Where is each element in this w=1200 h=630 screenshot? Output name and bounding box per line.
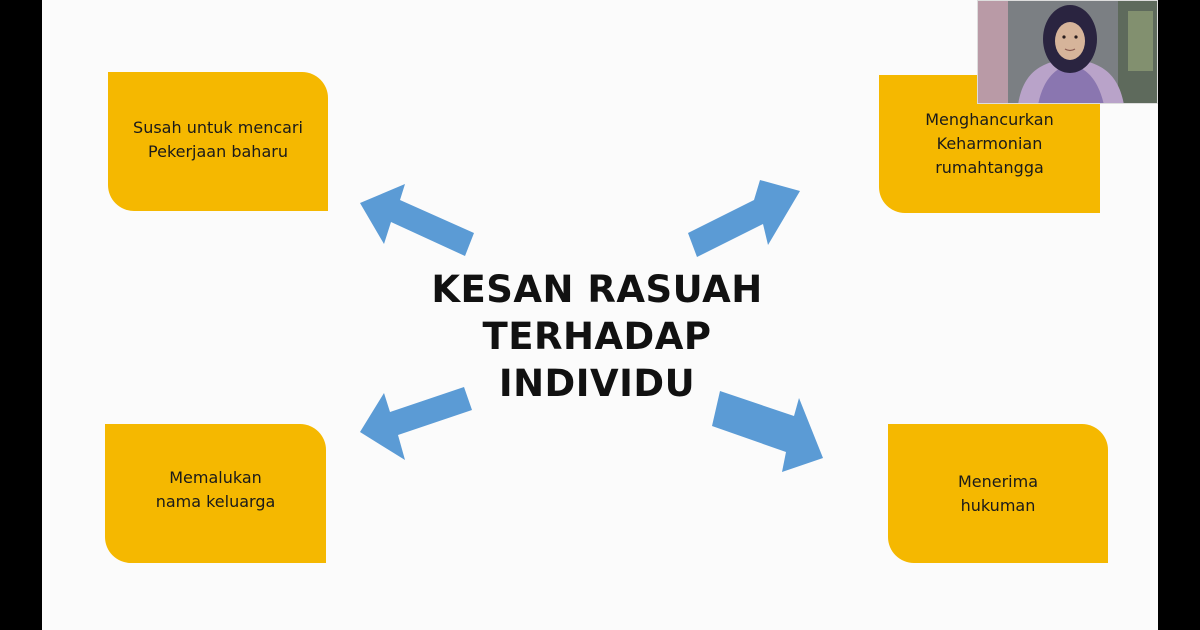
effect-box-job-search: Susah untuk mencari Pekerjaan baharu — [108, 72, 328, 211]
effect-box-punishment-text: Menerima hukuman — [957, 471, 1039, 515]
effect-box-job-search-text: Susah untuk mencari Pekerjaan baharu — [133, 118, 303, 161]
effect-box-punishment: Menerima hukuman — [888, 424, 1108, 563]
slide-title: KESAN RASUAH TERHADAP INDIVIDU — [382, 266, 812, 407]
arrow-up-right-icon — [688, 180, 800, 257]
arrow-up-left-icon — [360, 184, 474, 256]
slide-title-line-3: INDIVIDU — [498, 362, 696, 405]
effect-box-family-shame: Memalukan nama keluarga — [105, 424, 326, 563]
presenter-webcam-image — [978, 1, 1157, 103]
effect-box-household-harmony-text: Menghancurkan Keharmonian rumahtangga — [925, 110, 1054, 177]
slide-title-line-1: KESAN RASUAH — [431, 268, 763, 311]
presenter-webcam — [977, 0, 1158, 104]
slide-title-line-2: TERHADAP — [482, 315, 712, 358]
effect-box-family-shame-text: Memalukan nama keluarga — [155, 468, 276, 511]
